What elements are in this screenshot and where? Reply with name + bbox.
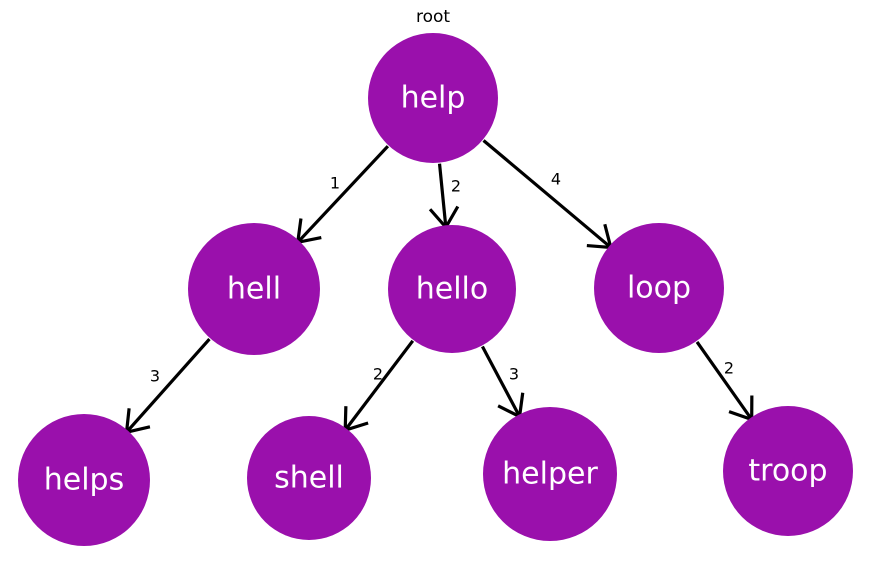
- edge-weight-label: 3: [509, 365, 519, 384]
- edge-weight-label: 2: [451, 177, 461, 196]
- edge-line: [125, 337, 211, 434]
- edge-weight-label: 2: [373, 365, 383, 384]
- edge-weight-label: 1: [330, 174, 340, 193]
- node-circle[interactable]: [594, 223, 724, 353]
- node-loop[interactable]: loop: [594, 223, 724, 353]
- edge-line: [343, 339, 415, 432]
- edge-weight-label: 2: [724, 359, 734, 378]
- edge-loop-troop: [695, 341, 754, 422]
- edge-weight-label: 4: [551, 170, 561, 189]
- root-caption: root: [416, 7, 450, 27]
- edge-line: [695, 341, 754, 421]
- node-circle[interactable]: [368, 33, 498, 163]
- node-hello[interactable]: hello: [388, 225, 516, 353]
- edge-help-loop: [482, 139, 613, 250]
- node-hell[interactable]: hell: [188, 223, 320, 355]
- node-circle[interactable]: [247, 416, 371, 540]
- edge-hell-helps: [124, 337, 211, 435]
- node-circle[interactable]: [483, 407, 617, 541]
- edge-hello-shell: [343, 339, 415, 433]
- edge-help-hell: [295, 145, 390, 245]
- node-help[interactable]: help: [368, 33, 498, 163]
- node-troop[interactable]: troop: [723, 406, 853, 536]
- node-circle[interactable]: [723, 406, 853, 536]
- node-circle[interactable]: [388, 225, 516, 353]
- edge-line: [296, 145, 390, 244]
- nodes-layer: help hell hello loop helps shell helper troop: [18, 33, 853, 546]
- edge-weight-label: 3: [150, 367, 160, 386]
- node-circle[interactable]: [188, 223, 320, 355]
- node-shell[interactable]: shell: [247, 416, 371, 540]
- edge-line: [482, 139, 612, 249]
- edge-line: [437, 163, 448, 228]
- edge-labels-layer: 1 2 4 3 2 3 2: [150, 170, 734, 386]
- edge-line: [481, 345, 521, 418]
- node-helper[interactable]: helper: [483, 407, 617, 541]
- node-helps[interactable]: helps: [18, 414, 150, 546]
- node-circle[interactable]: [18, 414, 150, 546]
